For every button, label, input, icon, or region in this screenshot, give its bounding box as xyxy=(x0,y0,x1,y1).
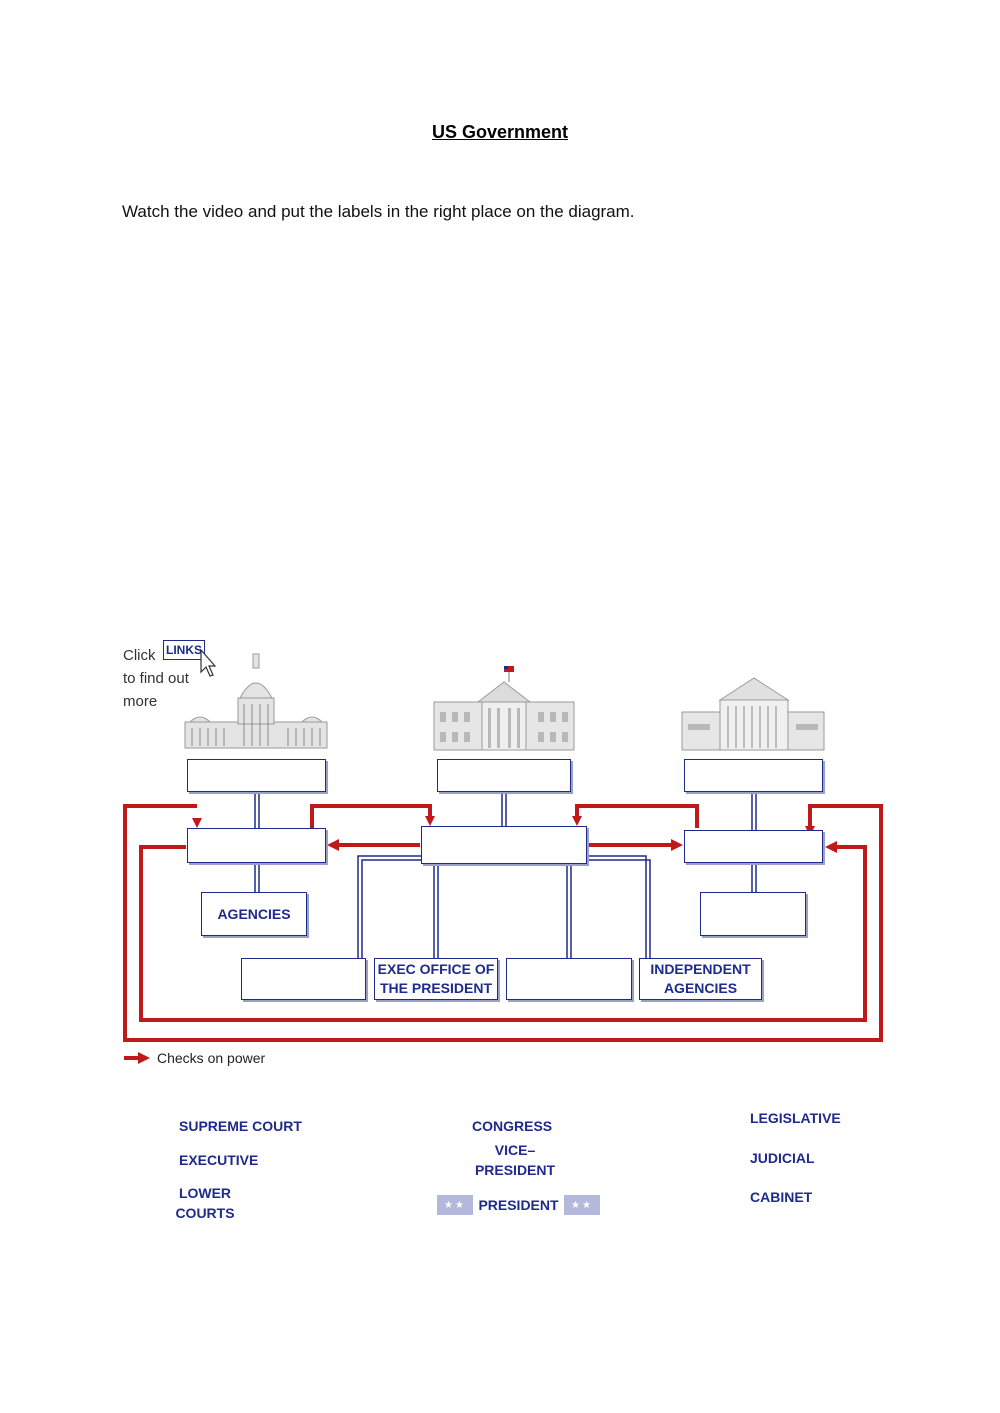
label-congress[interactable]: CONGRESS xyxy=(472,1118,553,1134)
label-legislative[interactable]: LEGISLATIVE xyxy=(750,1110,841,1126)
stars-icon: ★★ xyxy=(564,1195,600,1215)
links-button[interactable]: LINKS xyxy=(163,640,205,660)
box-agencies: AGENCIES xyxy=(201,892,307,936)
click-prefix: Click xyxy=(123,647,156,664)
president-text: PRESIDENT xyxy=(478,1197,559,1213)
drop-box-legislative-body[interactable] xyxy=(187,828,326,863)
label-executive[interactable]: EXECUTIVE xyxy=(179,1152,259,1168)
click-suffix-2: more xyxy=(123,693,158,710)
exec-office-line-2: THE PRESIDENT xyxy=(379,980,492,996)
drop-box-executive-building[interactable] xyxy=(437,759,571,792)
supreme-court-building-icon xyxy=(681,677,825,751)
independent-line-2: AGENCIES xyxy=(663,980,738,996)
label-vice-president[interactable]: VICE– PRESIDENT xyxy=(472,1140,558,1180)
drop-box-judicial-body[interactable] xyxy=(684,830,823,863)
click-suffix-1: to find out xyxy=(123,670,189,687)
label-judicial[interactable]: JUDICIAL xyxy=(750,1150,815,1166)
click-hint: Click to find out more xyxy=(123,644,189,713)
label-lower-courts[interactable]: LOWER COURTS xyxy=(174,1183,236,1223)
pointer-cursor-icon xyxy=(200,648,217,677)
box-exec-office: EXEC OFFICE OF THE PRESIDENT xyxy=(374,958,498,1000)
exec-office-line-1: EXEC OFFICE OF xyxy=(377,961,495,977)
label-supreme-court[interactable]: SUPREME COURT xyxy=(179,1118,302,1134)
stars-icon: ★★ xyxy=(437,1195,473,1215)
lower-courts-line-2: COURTS xyxy=(175,1205,235,1221)
independent-line-1: INDEPENDENT xyxy=(650,961,751,977)
label-president[interactable]: ★★ PRESIDENT ★★ xyxy=(437,1194,600,1216)
drop-box-executive-right[interactable] xyxy=(506,958,632,1000)
instruction-text: Watch the video and put the labels in th… xyxy=(122,202,635,221)
legend-checks-on-power: Checks on power xyxy=(157,1050,266,1066)
drop-box-judicial-lower[interactable] xyxy=(700,892,806,936)
drop-box-judicial-building[interactable] xyxy=(684,759,823,792)
box-independent-agencies: INDEPENDENT AGENCIES xyxy=(639,958,762,1000)
drop-box-executive-head[interactable] xyxy=(421,826,587,864)
vice-president-line-2: PRESIDENT xyxy=(474,1162,556,1178)
drop-box-legislative-building[interactable] xyxy=(187,759,326,792)
vice-president-line-1: VICE– xyxy=(494,1142,536,1158)
white-house-icon xyxy=(433,666,575,751)
lower-courts-line-1: LOWER xyxy=(178,1185,232,1201)
label-cabinet[interactable]: CABINET xyxy=(750,1189,813,1205)
page-title: US Government xyxy=(431,122,569,142)
drop-box-executive-left[interactable] xyxy=(241,958,366,1000)
